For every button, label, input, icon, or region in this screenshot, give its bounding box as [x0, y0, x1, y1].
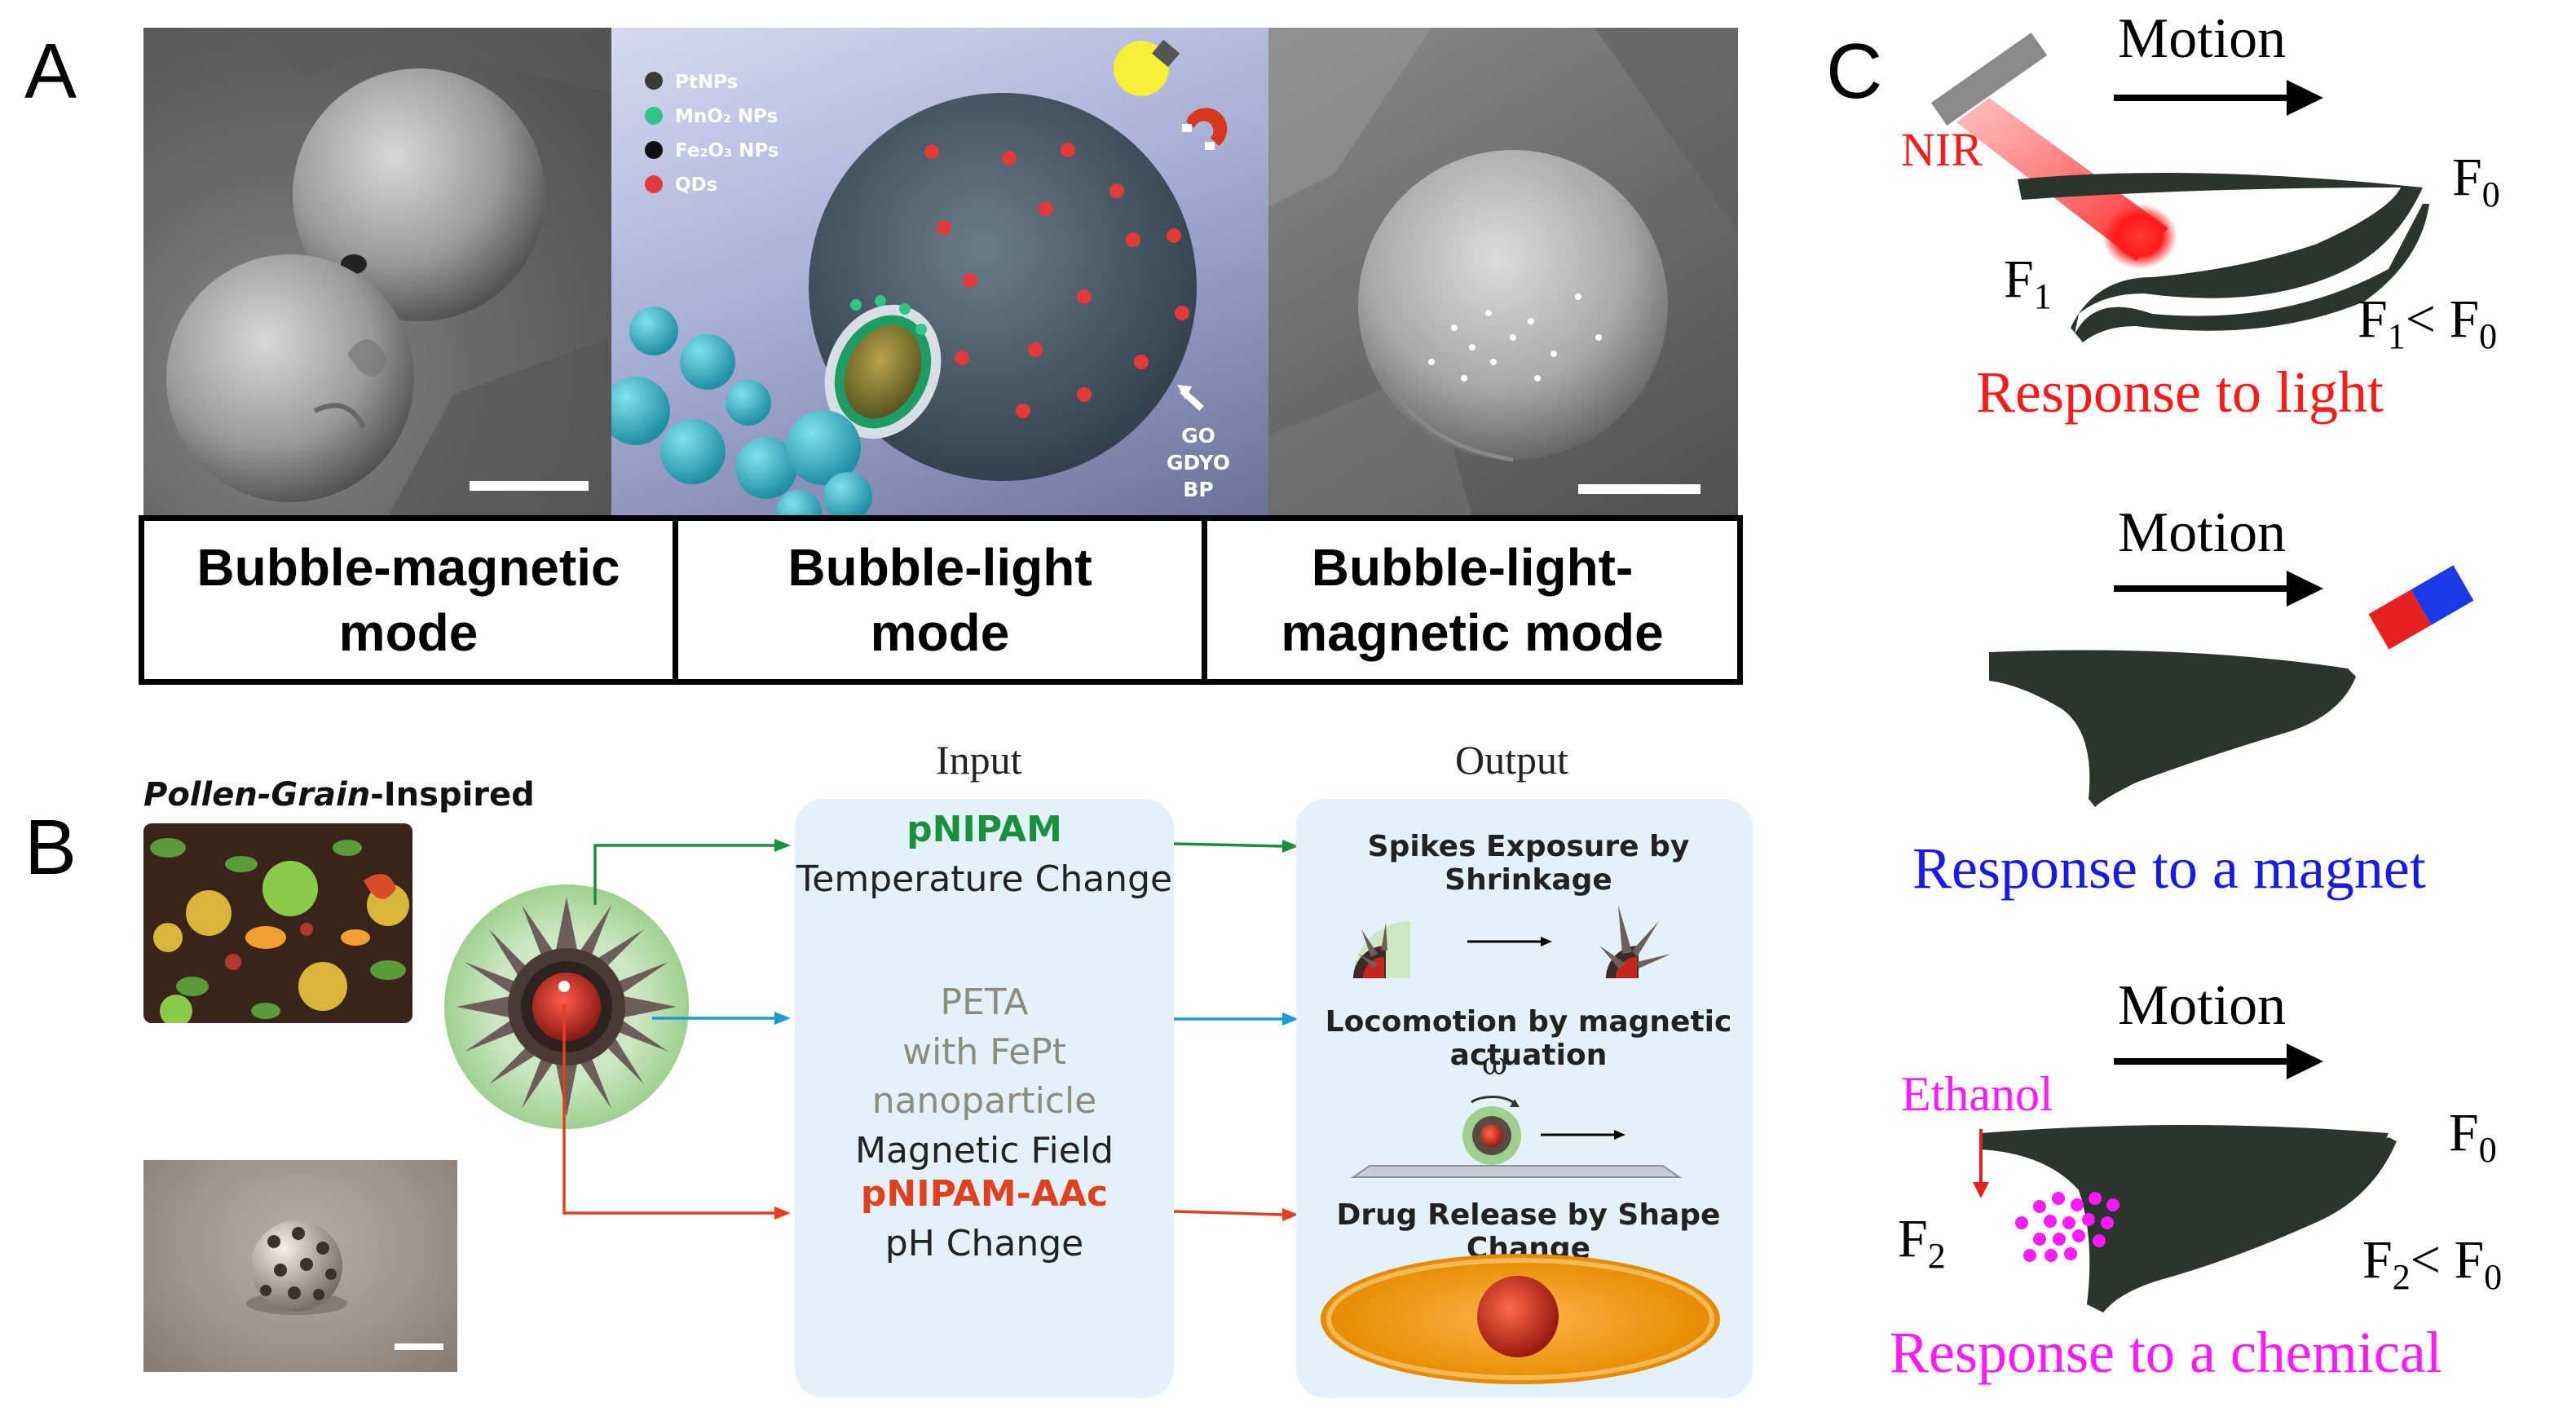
arrow-temperature-out — [1173, 842, 1283, 848]
ethanol-label: Ethanol — [1901, 1067, 2053, 1121]
panel-c-letter: C — [1826, 28, 1883, 115]
legend-ptnps: PtNPs — [675, 72, 739, 93]
legend-mno2: MnO₂ NPs — [675, 106, 779, 127]
output-header: Output — [1455, 737, 1568, 783]
label-gdyo: GDYO — [1167, 451, 1230, 474]
motion-label-1: Motion — [2118, 7, 2287, 70]
pollen-microrobot-diagram — [440, 880, 693, 1133]
input-box — [795, 799, 1174, 1398]
output-locomotion: Locomotion by magnetic actuation — [1325, 1005, 1732, 1072]
scale-bar — [1578, 484, 1700, 494]
legend-fe2o3: Fe₂O₃ NPs — [675, 140, 779, 161]
arrow-temperature-in — [593, 844, 774, 905]
gripper-2 — [1989, 650, 2356, 807]
pollen-title: Pollen-Grain-Inspired — [143, 776, 535, 814]
scale-bar — [395, 1343, 443, 1350]
magnet-icon — [2368, 565, 2474, 650]
input-magnetic: PETA with FePt nanoparticle Magnetic Fie… — [795, 978, 1174, 1176]
f-sub: 1 — [2387, 316, 2406, 357]
response-chemical: Response to a chemical — [1890, 1320, 2442, 1385]
label-bubble-light-magnetic-mode: Bubble-light-magnetic mode — [1202, 515, 1743, 685]
legend-qds: QDs — [675, 174, 718, 196]
f-symbol: < F — [2405, 289, 2480, 349]
f-sub: 0 — [2478, 1130, 2497, 1171]
label-line: mode — [338, 603, 479, 662]
output-illustrations — [1321, 905, 1720, 1384]
omega-label: ω — [1482, 1046, 1507, 1082]
label-line: Bubble-light- — [1311, 538, 1634, 597]
input-ph: pNIPAM-AAc pH Change — [795, 1170, 1174, 1268]
input-line: with FePt nanoparticle — [871, 1030, 1097, 1123]
panel-b-letter: B — [24, 804, 77, 891]
f-sub: 0 — [2481, 174, 2500, 215]
f-symbol: F — [1898, 1209, 1928, 1268]
sem-microparticle-image — [143, 1160, 457, 1372]
input-name-pnipam-aac: pNIPAM-AAc — [860, 1173, 1109, 1215]
motion-label-3: Motion — [2118, 974, 2287, 1037]
input-line: pH Change — [884, 1222, 1084, 1264]
material-labels: GO GDYO BP — [1166, 422, 1231, 503]
f-sub: 2 — [1927, 1236, 1946, 1277]
input-line: Magnetic Field — [854, 1130, 1114, 1172]
motion-arrows — [2114, 80, 2323, 1079]
f-sub: 1 — [2033, 276, 2052, 317]
f-symbol: F — [2452, 148, 2482, 207]
legend-markers — [645, 72, 663, 193]
inequality-1: F1< F0 — [2358, 289, 2497, 357]
panel-b-arrows — [562, 839, 1299, 1221]
f-symbol: < F — [2410, 1230, 2485, 1290]
response-magnet: Response to a magnet — [1912, 836, 2426, 901]
f2-label: F2 — [1898, 1208, 1946, 1277]
legend: PtNPs MnO₂ NPs Fe₂O₃ NPs QDs — [675, 65, 779, 202]
gripper-3 — [1981, 1125, 2397, 1312]
f-symbol: F — [2449, 1103, 2479, 1162]
f0-label-1: F0 — [2452, 147, 2500, 215]
pollen-title-rest: -Inspired — [370, 776, 535, 814]
nir-label: NIR — [1901, 123, 1983, 176]
bubble-light-schematic: PtNPs MnO₂ NPs Fe₂O₃ NPs QDs GO GDYO BP — [611, 28, 1268, 517]
laser-source-icon — [1930, 33, 2048, 126]
arrow-ph-out — [1173, 1210, 1283, 1216]
label-line: Bubble-magnetic — [196, 538, 620, 597]
light-bulb-icon — [1114, 39, 1180, 96]
input-name-pnipam: pNIPAM — [906, 809, 1062, 850]
f0-label-2: F0 — [2449, 1102, 2497, 1171]
f-sub: 2 — [2392, 1257, 2411, 1298]
f-sub: 0 — [2484, 1257, 2503, 1298]
f-symbol: F — [2362, 1230, 2393, 1290]
motion-label-2: Motion — [2118, 501, 2287, 564]
input-header: Input — [936, 737, 1022, 783]
arrow-ph-in — [562, 1004, 774, 1215]
response-light: Response to light — [1976, 360, 2384, 425]
panel-a-letter: A — [24, 28, 77, 115]
gripper-1 — [2018, 173, 2429, 342]
output-spikes-exposure: Spikes Exposure by Shrinkage — [1367, 830, 1690, 897]
label-line: magnetic mode — [1281, 603, 1664, 662]
sem-image-bubble-light-magnetic — [1268, 28, 1738, 517]
label-bp: BP — [1183, 478, 1214, 501]
f-sub: 0 — [2479, 316, 2498, 357]
pollen-image — [143, 823, 412, 1023]
label-bubble-magnetic-mode: Bubble-magnetic mode — [139, 515, 678, 685]
inequality-2: F2< F0 — [2362, 1229, 2502, 1298]
sem-image-bubble-magnetic — [143, 28, 611, 517]
f-symbol: F — [2004, 249, 2034, 309]
input-name-peta: PETA — [940, 982, 1029, 1023]
input-temperature: pNIPAM Temperature Change — [795, 805, 1174, 904]
label-go: GO — [1181, 424, 1215, 448]
label-line: mode — [870, 603, 1010, 662]
magnet-icon — [1182, 108, 1228, 150]
label-bubble-light-mode: Bubble-light mode — [673, 515, 1207, 685]
scale-bar — [470, 481, 589, 491]
input-line: Temperature Change — [796, 858, 1173, 900]
f-symbol: F — [2358, 289, 2388, 349]
label-line: Bubble-light — [787, 538, 1092, 597]
f1-label: F1 — [2004, 249, 2052, 317]
ethanol-molecules — [2015, 1192, 2119, 1262]
panel-c-graphics — [1930, 33, 2474, 1312]
pollen-title-italic: Pollen-Grain — [143, 776, 371, 814]
